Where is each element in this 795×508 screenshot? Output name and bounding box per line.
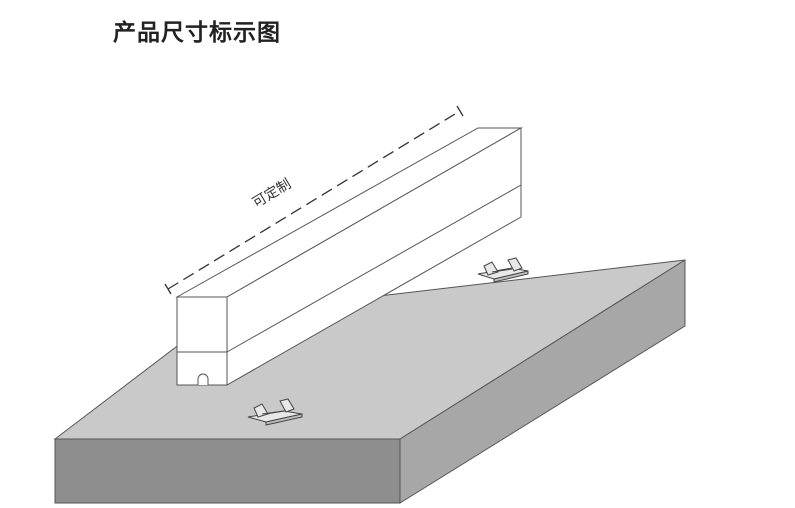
- dimension-label: 可定制: [250, 176, 294, 211]
- light-profile: [175, 127, 523, 386]
- page-title: 产品尺寸标示图: [113, 20, 281, 46]
- slab-front-face: [54, 438, 401, 504]
- slab-side-face: [399, 259, 686, 504]
- mounting-clip-icon: [477, 257, 529, 283]
- profile-end-face: [176, 296, 228, 386]
- mounting-clip-icon: [247, 398, 303, 426]
- mounting-slab: [53, 259, 686, 504]
